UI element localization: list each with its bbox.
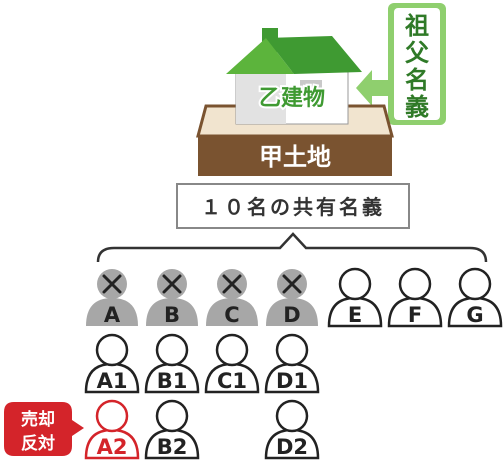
person-icon [86, 298, 138, 326]
owner-label-1: 祖 [405, 12, 429, 40]
person-label: C1 [217, 369, 247, 393]
owner-label-4: 義 [405, 93, 429, 121]
arrow-left-icon [356, 70, 388, 106]
person-label: D1 [276, 369, 308, 393]
building-label: 乙建物 [259, 85, 325, 111]
person-icon [146, 298, 198, 326]
shared-ownership-box [176, 183, 410, 229]
person-d2: D2 [264, 399, 320, 460]
person-label: B1 [157, 369, 188, 393]
person-label: D2 [276, 435, 308, 459]
person-label: F [408, 303, 422, 327]
person-label: A2 [97, 435, 128, 459]
person-label: E [348, 303, 362, 327]
opposition-bubble: 売却 反対 [4, 402, 84, 456]
person-a1: A1 [84, 333, 140, 394]
land-label: 甲土地 [259, 143, 331, 171]
person-b: B [146, 269, 198, 327]
person-label: C [224, 303, 239, 327]
owner-tag: 祖 父 名 義 [388, 3, 446, 125]
person-label: B [164, 303, 180, 327]
person-c1: C1 [204, 333, 260, 394]
person-c: C [206, 269, 258, 327]
person-a: A [86, 269, 138, 327]
person-e: E [327, 267, 383, 328]
cross-icon [222, 274, 242, 294]
cross-icon [162, 274, 182, 294]
opposition-line-2: 反対 [21, 433, 55, 454]
person-a2: A2 [84, 399, 140, 460]
owner-label-3: 名 [405, 66, 429, 94]
cross-icon [282, 274, 302, 294]
person-b1: B1 [144, 333, 200, 394]
person-label: D [283, 303, 300, 327]
house-icon: 乙建物 [226, 28, 362, 125]
person-icon [266, 298, 318, 326]
person-label: G [466, 303, 483, 327]
owner-label-2: 父 [405, 39, 430, 67]
person-label: A1 [97, 369, 128, 393]
person-b2: B2 [144, 399, 200, 460]
person-label: A [104, 303, 121, 327]
person-label: B2 [157, 435, 188, 459]
person-f: F [387, 267, 443, 328]
shared-ownership-label: １０名の共有名義 [201, 195, 385, 219]
cross-icon [102, 274, 122, 294]
person-icon [206, 298, 258, 326]
opposition-line-1: 売却 [21, 409, 55, 430]
group-brace [96, 232, 488, 263]
person-d: D [266, 269, 318, 327]
person-g: G [447, 267, 503, 328]
person-d1: D1 [264, 333, 320, 394]
